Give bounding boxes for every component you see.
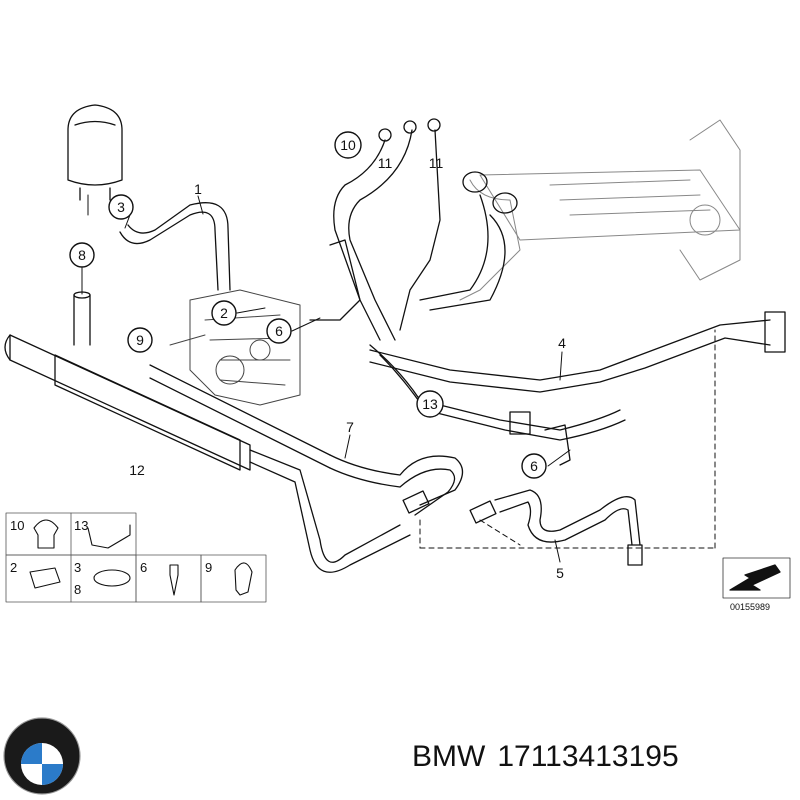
callout-12-label: 12 (129, 462, 145, 478)
diagram-code: 00155989 (730, 602, 770, 612)
callout-6-upper: 6 (266, 318, 292, 344)
callout-1-label: 1 (194, 181, 202, 197)
callout-3-label: 3 (117, 199, 125, 215)
callout-6-lower: 6 (521, 453, 547, 479)
callout-2: 2 (211, 300, 237, 326)
line-part-7 (329, 454, 464, 516)
callout-5-label: 5 (556, 565, 564, 581)
rack-hose (419, 171, 518, 311)
legend-13: 13 (74, 518, 88, 533)
callout-8: 8 (69, 242, 95, 268)
callout-8-label: 8 (78, 247, 86, 263)
dashed-lines (419, 329, 716, 549)
brand-name: BMW (412, 740, 486, 773)
callout-6-lower-label: 6 (530, 458, 538, 474)
part-number: 17113413195 (497, 740, 679, 773)
line-part-11 (333, 118, 441, 341)
bmw-logo (3, 717, 81, 795)
callout-11b-label: 11 (429, 155, 444, 171)
callout-11a-label: 11 (378, 155, 393, 171)
part-caption: BMW 17113413195 (412, 740, 691, 774)
callout-9-label: 9 (136, 332, 144, 348)
callout-6-upper-label: 6 (275, 323, 283, 339)
bracket-part-6 (309, 239, 571, 466)
legend-8: 8 (74, 582, 81, 597)
direction-box (722, 557, 791, 599)
leader-lines (81, 195, 571, 563)
circled-callouts: 3 8 9 2 6 10 13 6 (69, 131, 547, 479)
callout-9: 9 (127, 327, 153, 353)
legend-10: 10 (10, 518, 24, 533)
hose-part-8 (73, 291, 91, 346)
line-part-4 (369, 311, 786, 393)
callout-10: 10 (334, 131, 362, 159)
callout-3: 3 (108, 194, 134, 220)
callout-10-label: 10 (340, 137, 356, 153)
callout-4-label: 4 (558, 335, 566, 351)
cooler-part-12 (4, 334, 411, 573)
legend-9: 9 (205, 560, 212, 575)
steering-rack (459, 119, 741, 301)
legend-grid (5, 512, 267, 603)
line-part-13 (369, 344, 626, 441)
plain-callouts: 1 11 11 4 7 12 5 (129, 155, 566, 581)
hose-part-1 (119, 202, 231, 291)
callout-13-label: 13 (422, 396, 438, 412)
legend-2: 2 (10, 560, 17, 575)
callout-13: 13 (416, 390, 444, 418)
legend-6: 6 (140, 560, 147, 575)
line-part-5 (469, 489, 643, 566)
fluid-reservoir (67, 104, 123, 216)
callout-7-label: 7 (346, 419, 354, 435)
legend-3: 3 (74, 560, 81, 575)
callout-2-label: 2 (220, 305, 228, 321)
legend-labels: 10 13 2 3 8 6 9 (10, 518, 212, 597)
steering-pump (169, 289, 301, 406)
